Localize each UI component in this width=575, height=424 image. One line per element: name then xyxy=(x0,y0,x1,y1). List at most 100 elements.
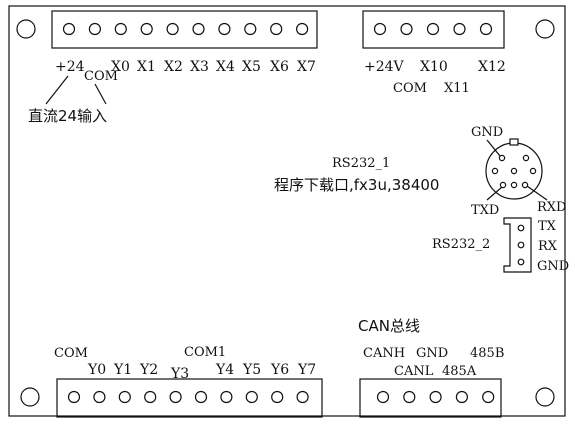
top-right-terminal-pins xyxy=(373,22,493,36)
top-left-terminal-pins xyxy=(62,22,309,36)
terminal-screw xyxy=(270,22,283,36)
rs232-1-rxd-label: RXD xyxy=(537,200,566,215)
rs232-1-pin xyxy=(529,167,537,175)
terminal-screw xyxy=(426,22,440,36)
rs232-1-pin xyxy=(491,167,499,175)
bottom-left-terminal-pins xyxy=(67,390,309,404)
label-canh: CANH xyxy=(363,346,405,361)
label-canl: CANL xyxy=(394,364,434,379)
rs232-1-pin xyxy=(510,167,518,175)
terminal-screw xyxy=(373,22,387,36)
note-dc24-input: 直流24输入 xyxy=(28,107,107,125)
label-x4: X4 xyxy=(216,59,235,75)
bottom-left-terminal-block xyxy=(56,378,323,418)
label-com-top-left: COM xyxy=(84,69,118,84)
terminal-screw xyxy=(479,22,493,36)
rs232-2-connector xyxy=(503,217,532,273)
terminal-screw xyxy=(429,390,442,404)
terminal-screw xyxy=(296,390,309,404)
terminal-screw xyxy=(455,390,468,404)
top-right-terminal-block xyxy=(362,10,505,49)
terminal-screw xyxy=(140,22,153,36)
label-x2: X2 xyxy=(164,59,183,75)
terminal-screw xyxy=(245,390,258,404)
label-y1: Y1 xyxy=(113,362,132,378)
label-x10: X10 xyxy=(420,59,448,75)
note-leader-right xyxy=(94,83,107,105)
terminal-screw xyxy=(220,390,233,404)
mounting-hole-bottom-right xyxy=(535,387,555,407)
board-outline xyxy=(8,5,566,417)
top-left-terminal-block xyxy=(51,10,318,49)
terminal-screw xyxy=(169,390,182,404)
terminal-screw xyxy=(244,22,257,36)
label-com-top-right: COM xyxy=(393,81,427,96)
label-y6: Y6 xyxy=(270,362,289,378)
label-485b: 485B xyxy=(470,346,504,361)
label-x12: X12 xyxy=(478,59,506,75)
rs232-2-gnd-label: GND xyxy=(537,259,569,274)
label-x7: X7 xyxy=(297,59,316,75)
rs232-1-pin xyxy=(510,181,518,189)
rs232-1-gnd-label: GND xyxy=(471,125,503,140)
terminal-screw xyxy=(166,22,179,36)
rs232-1-pin xyxy=(522,154,530,162)
label-com1: COM1 xyxy=(184,345,226,360)
can-terminal-block xyxy=(359,378,502,418)
rs232-1-txd-label: TXD xyxy=(471,203,499,218)
terminal-screw xyxy=(376,390,390,404)
terminal-screw xyxy=(453,22,466,36)
label-x5: X5 xyxy=(242,59,261,75)
label-x11: X11 xyxy=(444,81,470,96)
label-485a: 485A xyxy=(442,364,477,379)
label-y5: Y5 xyxy=(242,362,261,378)
rs232-1-description: 程序下载口,fx3u,38400 xyxy=(274,176,439,194)
rs232-2-pin-gnd xyxy=(517,258,525,266)
rs232-1-rxd-leader xyxy=(526,185,548,201)
terminal-screw xyxy=(400,22,413,36)
rs232-2-title: RS232_2 xyxy=(432,237,490,252)
label-y3: Y3 xyxy=(170,366,189,382)
terminal-screw xyxy=(482,390,495,404)
terminal-screw xyxy=(403,390,416,404)
terminal-screw xyxy=(93,390,106,404)
terminal-screw xyxy=(114,22,127,36)
label-y0: Y0 xyxy=(87,362,106,378)
label-y7: Y7 xyxy=(297,362,316,378)
label-y2: Y2 xyxy=(139,362,158,378)
rs232-2-pin-tx xyxy=(517,224,525,232)
label-x6: X6 xyxy=(270,59,289,75)
label-plus24v: +24V xyxy=(364,59,405,75)
rs232-1-title: RS232_1 xyxy=(332,156,390,171)
label-com-bottom: COM xyxy=(54,346,88,361)
label-x1: X1 xyxy=(137,59,156,75)
rs232-2-pin-rx xyxy=(517,241,525,249)
mounting-hole-top-right xyxy=(535,19,555,39)
rs232-2-tx-label: TX xyxy=(538,219,557,234)
terminal-screw xyxy=(62,22,76,36)
terminal-screw xyxy=(88,22,102,36)
rs232-1-pin xyxy=(499,181,507,189)
can-bus-title: CAN总线 xyxy=(358,317,420,335)
label-x0: X0 xyxy=(111,59,130,75)
note-leader-left xyxy=(45,75,69,105)
terminal-screw xyxy=(118,390,131,404)
rs232-1-txd-leader xyxy=(486,186,503,201)
label-y4: Y4 xyxy=(215,362,234,378)
terminal-screw xyxy=(296,22,309,36)
terminal-screw xyxy=(271,390,284,404)
mounting-hole-top-left xyxy=(16,19,36,39)
terminal-screw xyxy=(194,390,208,404)
rs232-1-pin xyxy=(521,181,529,189)
label-x3: X3 xyxy=(190,59,209,75)
rs232-1-key xyxy=(509,138,519,146)
label-can-gnd: GND xyxy=(416,346,448,361)
rs232-2-rx-label: RX xyxy=(538,239,558,254)
can-terminal-pins xyxy=(376,390,495,404)
terminal-screw xyxy=(67,390,81,404)
rs232-1-gnd-leader xyxy=(486,139,501,157)
mounting-hole-bottom-left xyxy=(20,387,40,407)
label-plus24: +24 xyxy=(55,59,85,75)
terminal-screw xyxy=(192,22,205,36)
